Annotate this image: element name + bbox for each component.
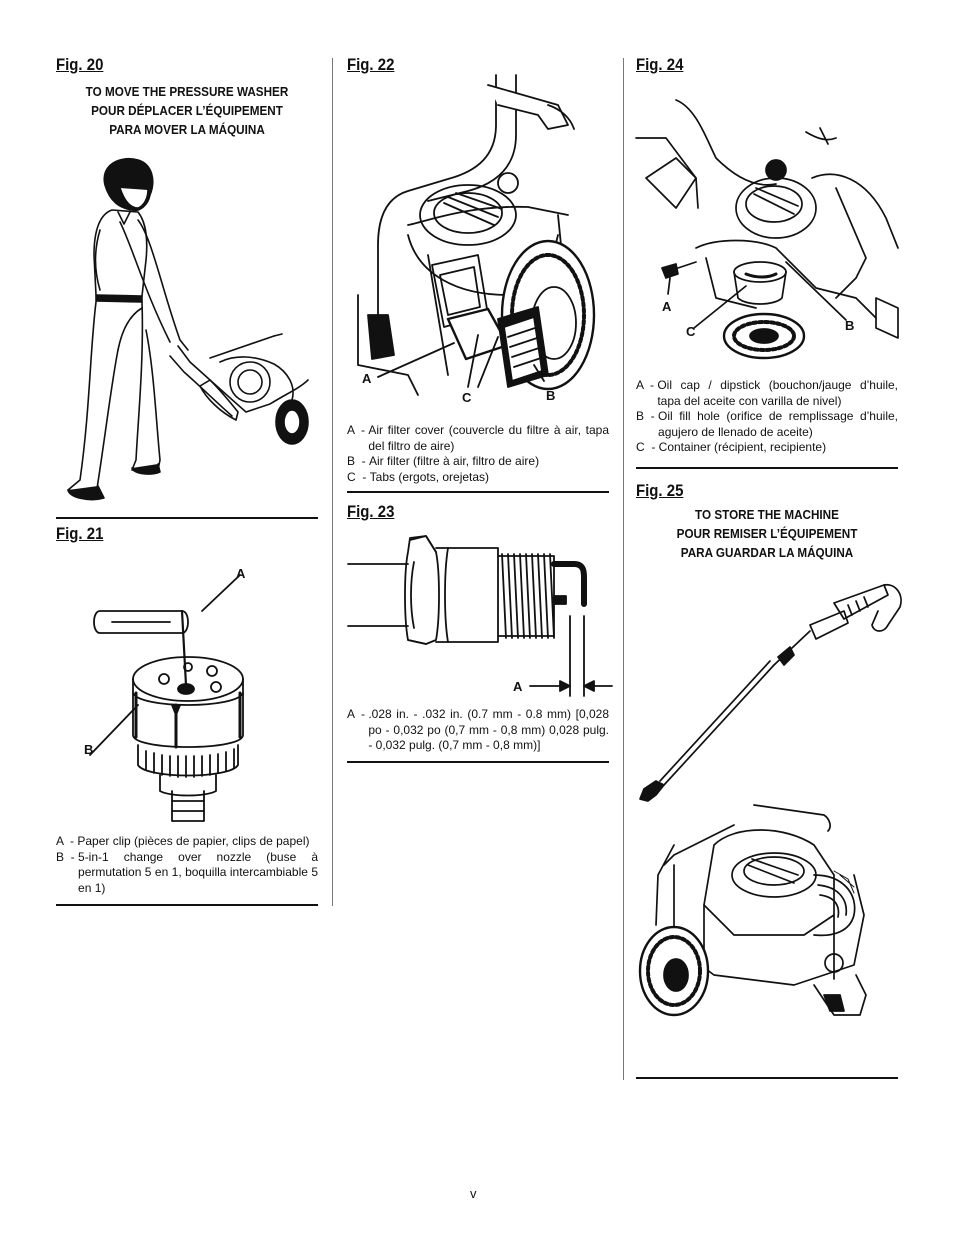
legend-text: Oil cap / dipstick (bouchon/jauge d’huil… (657, 378, 898, 408)
fig21-label-b: B (84, 742, 94, 757)
fig25-caption: TO STORE THE MACHINE POUR REMISER L’ÉQUI… (649, 505, 885, 562)
legend-item: C - Tabs (ergots, orejetas) (347, 470, 609, 486)
legend-key: C - (636, 440, 659, 454)
legend-item: B - Air filter (filtre à air, filtro de … (347, 454, 609, 470)
fig23-bottom-rule (347, 761, 609, 763)
legend-key: A - (347, 423, 369, 437)
legend-item: A - Paper clip (pièces de papier, clips … (56, 834, 318, 850)
fig20-caption-line: TO MOVE THE PRESSURE WASHER (85, 84, 289, 99)
fig22-bottom-rule (347, 491, 609, 493)
fig23-legend: A - .028 in. - .032 in. (0.7 mm - 0.8 mm… (347, 707, 609, 754)
legend-text: 5-in-1 change over nozzle (buse à permut… (78, 849, 318, 895)
legend-text: .028 in. - .032 in. (0.7 mm - 0.8 mm) [0… (368, 707, 609, 752)
fig22-label-c: C (462, 390, 472, 405)
fig24-label-a: A (662, 299, 672, 314)
fig21-title: Fig. 21 (56, 524, 104, 543)
fig22-legend: A - Air filter cover (couvercle du filtr… (347, 423, 609, 485)
legend-text: Paper clip (pièces de papier, clips de p… (77, 834, 310, 848)
legend-text: Air filter cover (couvercle du filtre à … (368, 423, 609, 453)
fig22-label-a: A (362, 371, 372, 386)
column-divider-right (623, 58, 624, 1080)
fig20-illustration (67, 158, 309, 501)
fig21-illustration (89, 574, 244, 822)
legend-item: A - Air filter cover (couvercle du filtr… (347, 423, 609, 454)
fig24-title: Fig. 24 (636, 55, 684, 74)
legend-item: A - Oil cap / dipstick (bouchon/jauge d’… (636, 378, 898, 409)
fig20-bottom-rule (56, 517, 318, 519)
fig25-caption-line: TO STORE THE MACHINE (695, 507, 839, 522)
fig24-legend: A - Oil cap / dipstick (bouchon/jauge d’… (636, 378, 898, 456)
legend-item: A - .028 in. - .032 in. (0.7 mm - 0.8 mm… (347, 707, 609, 754)
fig24-illustration (635, 99, 899, 360)
fig23-label-a: A (513, 679, 523, 694)
fig25-illustration (638, 584, 902, 1017)
fig22-illustration (357, 74, 596, 396)
legend-key: B - (56, 849, 79, 864)
fig24-bottom-rule (636, 467, 898, 469)
legend-key: A - (347, 707, 369, 721)
legend-key: C - (347, 469, 370, 484)
fig25-caption-line: POUR REMISER L’ÉQUIPEMENT (676, 526, 858, 541)
legend-item: B - Oil fill hole (orifice de remplissag… (636, 409, 898, 440)
fig20-title: Fig. 20 (56, 55, 104, 74)
fig24-label-c: C (686, 324, 696, 339)
legend-item: C - Container (récipient, recipiente) (636, 440, 898, 456)
legend-text: Container (récipient, recipiente) (658, 440, 827, 454)
fig20-caption-line: POUR DÉPLACER L’ÉQUIPEMENT (91, 103, 283, 118)
column-divider-left (332, 58, 333, 906)
legend-text: Tabs (ergots, orejetas) (369, 469, 490, 484)
legend-text: Oil fill hole (orifice de remplissage d’… (658, 409, 898, 439)
fig20-caption: TO MOVE THE PRESSURE WASHER POUR DÉPLACE… (69, 82, 305, 139)
fig20-caption-line: PARA MOVER LA MÁQUINA (109, 122, 265, 137)
fig25-title: Fig. 25 (636, 481, 684, 500)
legend-key: B - (347, 454, 370, 468)
fig23-title: Fig. 23 (347, 502, 395, 521)
fig23-illustration (347, 535, 613, 697)
fig22-title: Fig. 22 (347, 55, 395, 74)
fig21-label-a: A (236, 566, 246, 581)
fig25-bottom-rule (636, 1077, 898, 1079)
page-number: v (470, 1186, 477, 1201)
legend-item: B - 5-in-1 change over nozzle (buse à pe… (56, 850, 318, 897)
fig21-legend: A - Paper clip (pièces de papier, clips … (56, 834, 318, 896)
fig24-label-b: B (845, 318, 855, 333)
legend-text: Air filter (filtre à air, filtro de aire… (369, 454, 540, 468)
fig25-caption-line: PARA GUARDAR LA MÁQUINA (680, 545, 854, 560)
legend-key: B - (636, 409, 659, 423)
legend-key: A - (636, 378, 658, 392)
fig22-label-b: B (546, 388, 556, 403)
legend-key: A - (56, 834, 78, 848)
fig21-bottom-rule (56, 904, 318, 906)
